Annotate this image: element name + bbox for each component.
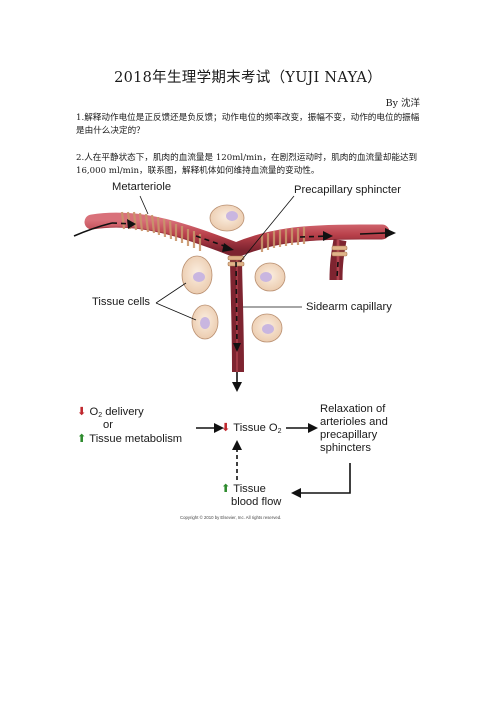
label-sidearm-capillary: Sidearm capillary — [306, 301, 392, 313]
metarteriole-vessel — [84, 212, 390, 259]
capillary-outflow-arrow — [232, 343, 242, 392]
outflow-arrow — [323, 228, 396, 241]
flow-tissue-metabolism: ⬆ Tissue metabolism — [77, 433, 183, 445]
flow-o2-delivery: ⬇ O2 delivery — [77, 406, 144, 419]
inflow-arrow — [73, 219, 234, 252]
flow-relaxation: Relaxation of arterioles and precapillar… — [320, 403, 388, 454]
label-leaders — [139, 195, 302, 321]
vessel-sphincter — [331, 245, 348, 257]
flow-or: or — [103, 419, 113, 431]
tissue-cell — [254, 262, 286, 292]
tissue-cell — [209, 204, 245, 232]
label-precapillary-sphincter: Precapillary sphincter — [294, 184, 401, 196]
tissue-cell — [191, 304, 219, 340]
down-arrow-icon: ⬇ — [77, 406, 87, 418]
question-2: 2.人在平静状态下，肌肉的血流量是 120ml/min，在剧烈运动时，肌肉的血流… — [76, 153, 418, 176]
tissue-cell — [251, 313, 283, 343]
flow-tissue-blood-flow: ⬆ Tissue blood flow — [221, 483, 282, 508]
page-title: 2018年生理学期末考试（YUJI NAYA） — [114, 70, 382, 86]
flow-tissue-o2: ⬇ Tissue O2 — [221, 422, 282, 435]
copyright: Copyright © 2010 by Elsevier, Inc. All r… — [180, 515, 282, 520]
label-tissue-cells: Tissue cells — [92, 296, 151, 308]
question-1: 1.解释动作电位是正反馈还是负反馈；动作电位的频率改变，振幅不变，动作的电位的振… — [76, 113, 420, 136]
up-arrow-icon: ⬆ — [221, 483, 231, 495]
tissue-cell — [181, 255, 213, 295]
flowchart-arrows — [196, 423, 351, 498]
down-arrow-icon: ⬇ — [221, 422, 231, 434]
author: By 沈洋 — [385, 98, 420, 109]
label-metarteriole: Metarteriole — [112, 181, 172, 193]
venule-vessel — [329, 238, 347, 281]
up-arrow-icon: ⬆ — [77, 433, 87, 445]
